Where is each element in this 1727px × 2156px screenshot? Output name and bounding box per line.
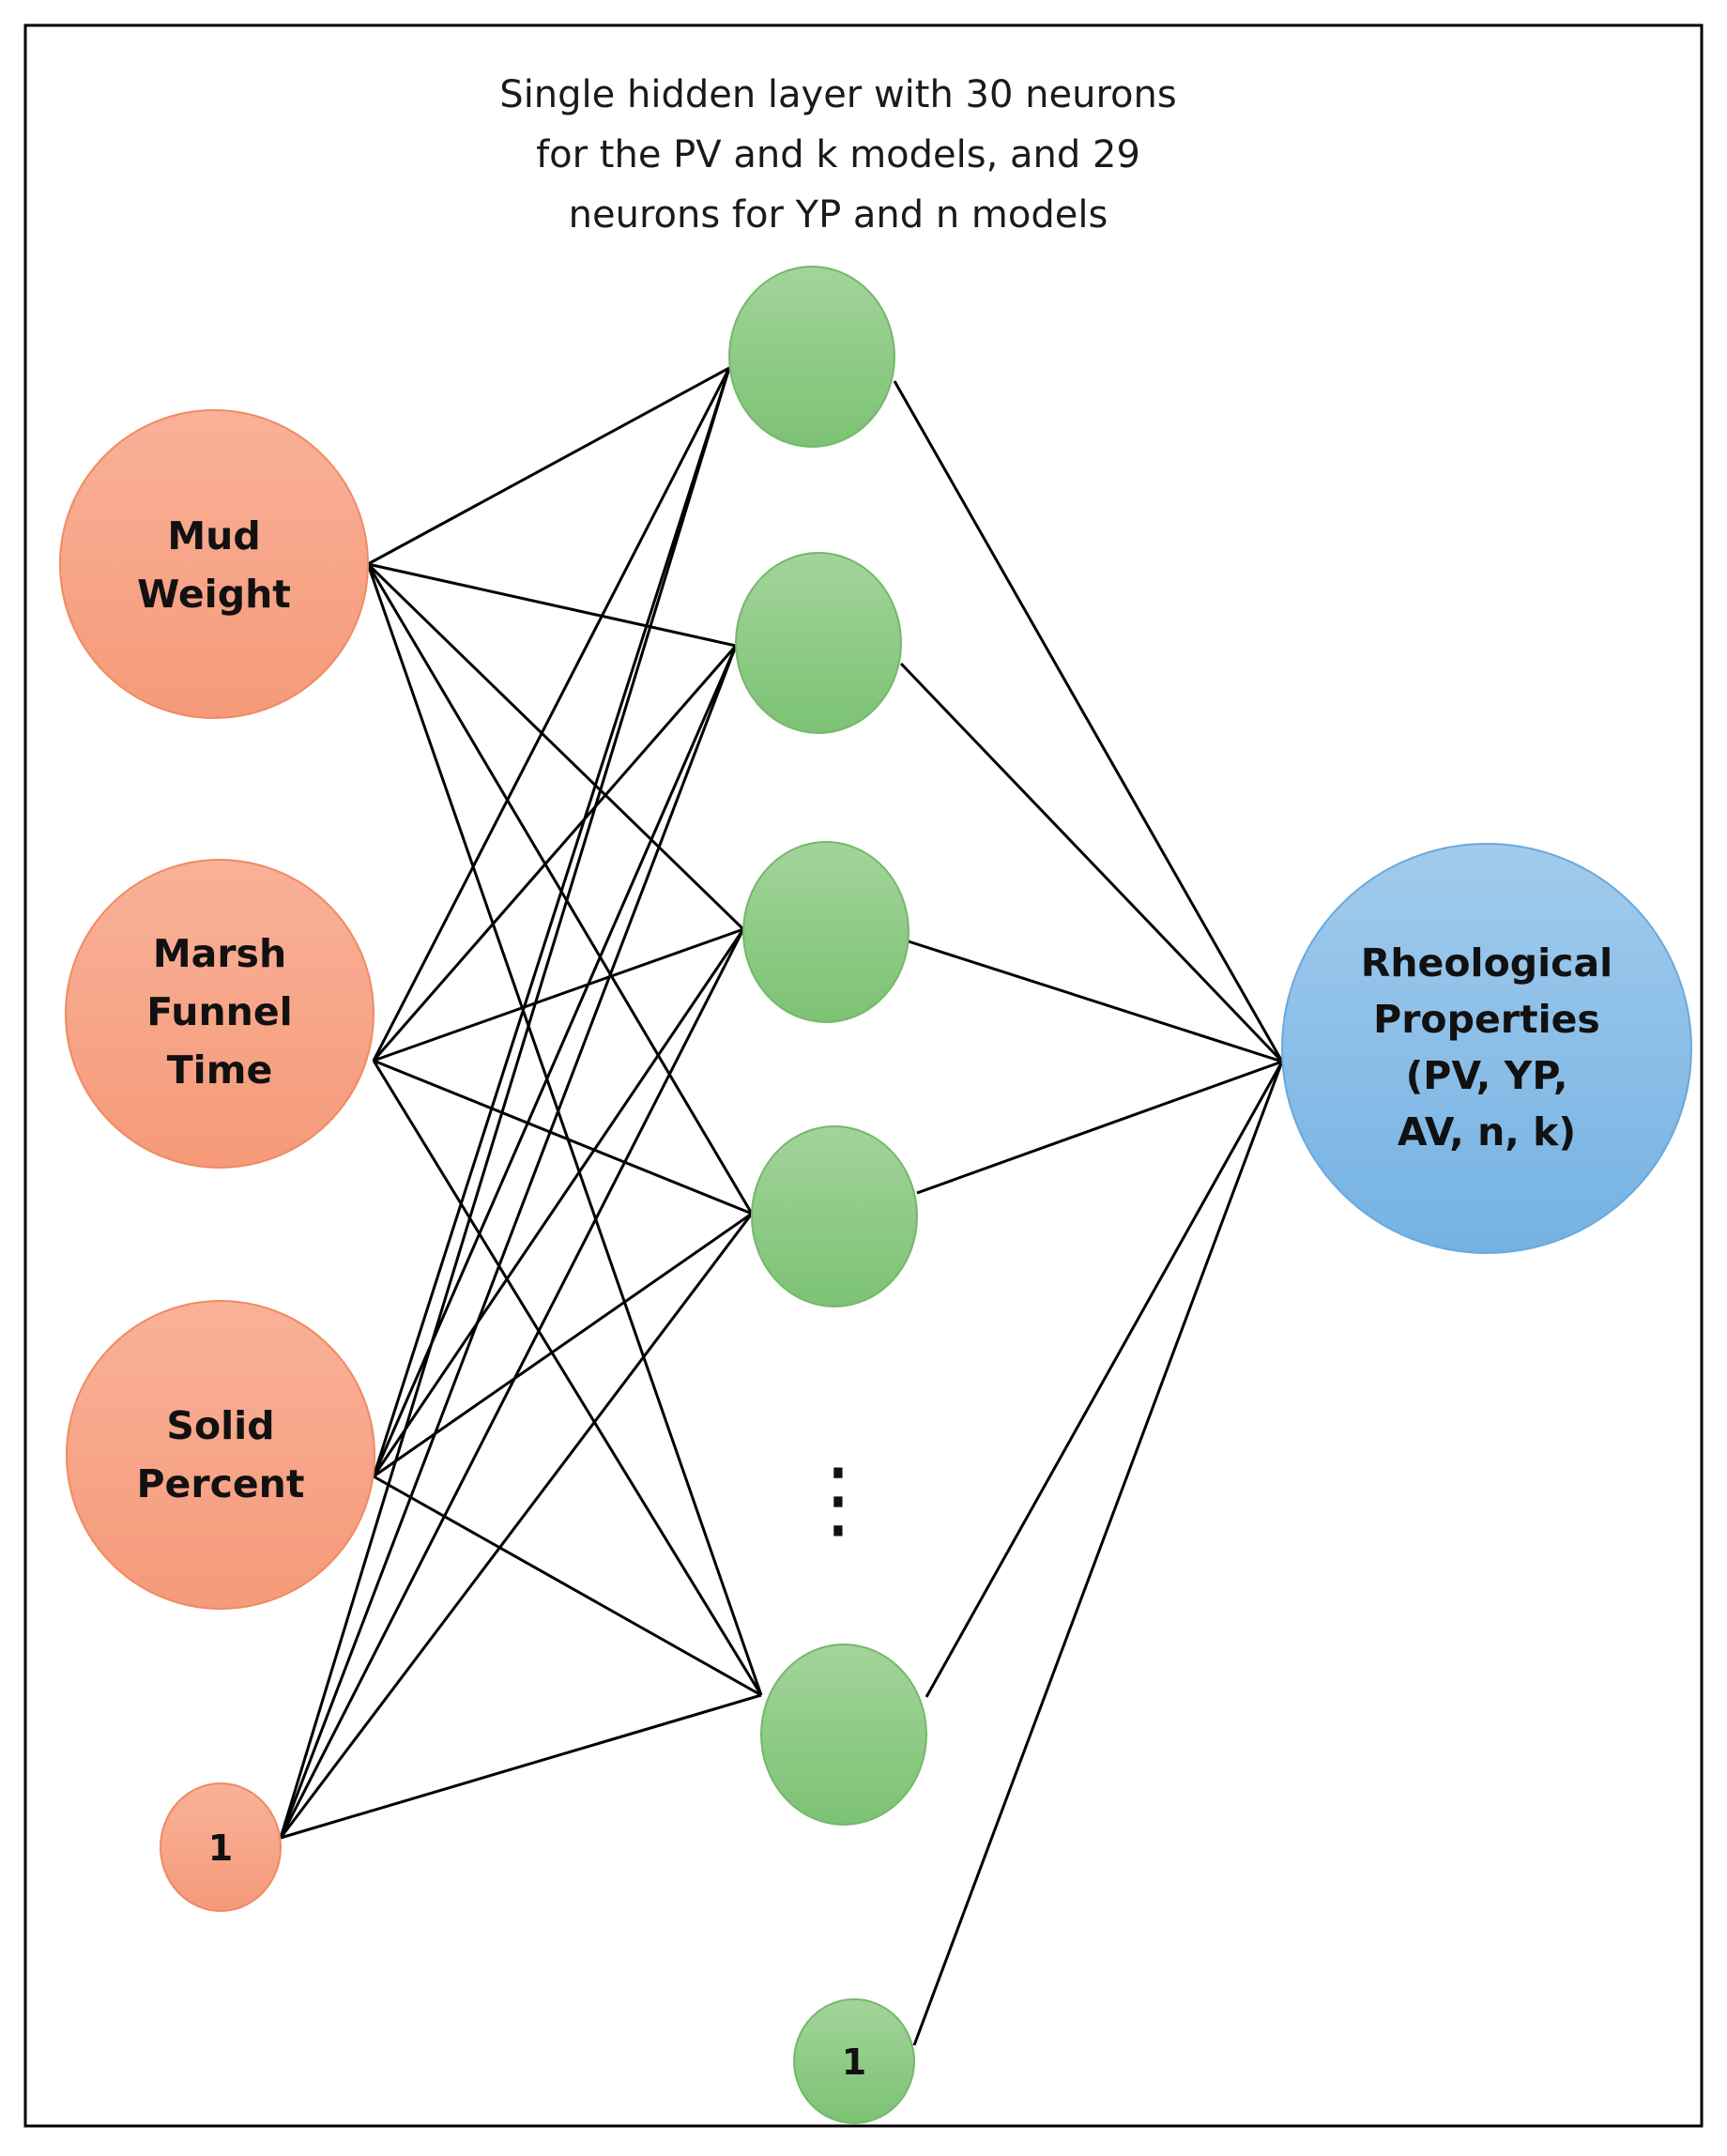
edge-marsh-funnel-time-to-hidden-4 [373,1059,753,1216]
edge-hidden-1-to-output [893,380,1284,1063]
edge-solid-percent-to-hidden-3 [372,928,745,1477]
input-node-marsh-funnel-time-line-3: Time [167,1047,273,1093]
input-node-solid-percent-line-1: Solid [166,1403,274,1448]
input-node-solid-percent-line-2: Percent [137,1461,305,1506]
input-bias-label: 1 [208,1827,233,1869]
edge-mud-weight-to-hidden-5 [366,563,763,1696]
input-node-solid-percent: Solid Percent [66,1300,375,1610]
caption-line-1: Single hidden layer with 30 neurons [499,73,1176,116]
hidden-neuron-2 [735,552,902,734]
edge-hidden-5-to-output [925,1061,1284,1698]
hidden-ellipsis: ⋮ [796,1450,880,1549]
hidden-neuron-1 [728,266,895,448]
edge-hidden-3-to-output [908,940,1283,1063]
edge-hidden-4-to-output [916,1060,1283,1195]
edge-mud-weight-to-hidden-4 [366,563,754,1215]
edge-bias-to-hidden-1 [279,367,731,1839]
edge-bias-to-hidden-3 [279,928,745,1839]
hidden-neuron-5 [760,1644,927,1826]
edge-marsh-funnel-time-to-hidden-2 [372,645,738,1062]
edge-mud-weight-to-hidden-2 [367,562,737,648]
input-node-mud-weight: Mud Weight [59,409,369,719]
output-label-line-2: Properties [1373,997,1600,1042]
output-label-line-3: (PV, YP, [1406,1053,1568,1098]
input-node-marsh-funnel-time-line-1: Marsh [153,931,286,976]
input-node-mud-weight-line-2: Weight [137,572,291,617]
edge-mud-weight-to-hidden-1 [367,366,730,566]
edge-marsh-funnel-time-to-hidden-3 [373,927,744,1063]
edge-marsh-funnel-time-to-hidden-1 [372,367,731,1062]
hidden-layer-caption: Single hidden layer with 30 neurons for … [499,73,1176,237]
input-bias-node: 1 [160,1782,282,1912]
edge-hidden-2-to-output [899,662,1284,1063]
outer-border [23,23,1704,2128]
caption-line-3: neurons for YP and n models [569,193,1108,237]
edge-solid-percent-to-hidden-5 [373,1475,762,1697]
edge-mud-weight-to-hidden-3 [366,562,745,931]
output-label-line-4: AV, n, k) [1398,1109,1576,1154]
hidden-bias-label: 1 [842,2041,866,2083]
input-node-marsh-funnel-time-line-2: Funnel [146,989,292,1034]
connection-lines [279,366,1284,2046]
hidden-neuron-4 [751,1125,918,1307]
input-node-mud-weight-line-1: Mud [167,513,260,558]
output-node-rheological-properties: Rheological Properties (PV, YP, AV, n, k… [1281,843,1692,1254]
caption-line-2: for the PV and k models, and 29 [536,133,1140,176]
edge-bias-to-hidden-5 [280,1693,762,1840]
edge-solid-percent-to-hidden-1 [372,367,731,1477]
hidden-bias-node: 1 [793,1998,915,2124]
hidden-layer: ⋮ 1 [728,266,927,2124]
hidden-neuron-3 [742,841,909,1023]
edge-hidden-bias-to-output [912,1061,1284,2046]
edge-bias-to-hidden-2 [279,645,738,1839]
input-node-marsh-funnel-time: Marsh Funnel Time [65,859,374,1169]
edge-bias-to-hidden-4 [279,1213,754,1839]
edge-marsh-funnel-time-to-hidden-5 [372,1060,763,1696]
output-label-line-1: Rheological [1361,940,1612,986]
input-layer: Mud Weight Marsh Funnel Time Solid Perce… [59,409,375,1912]
